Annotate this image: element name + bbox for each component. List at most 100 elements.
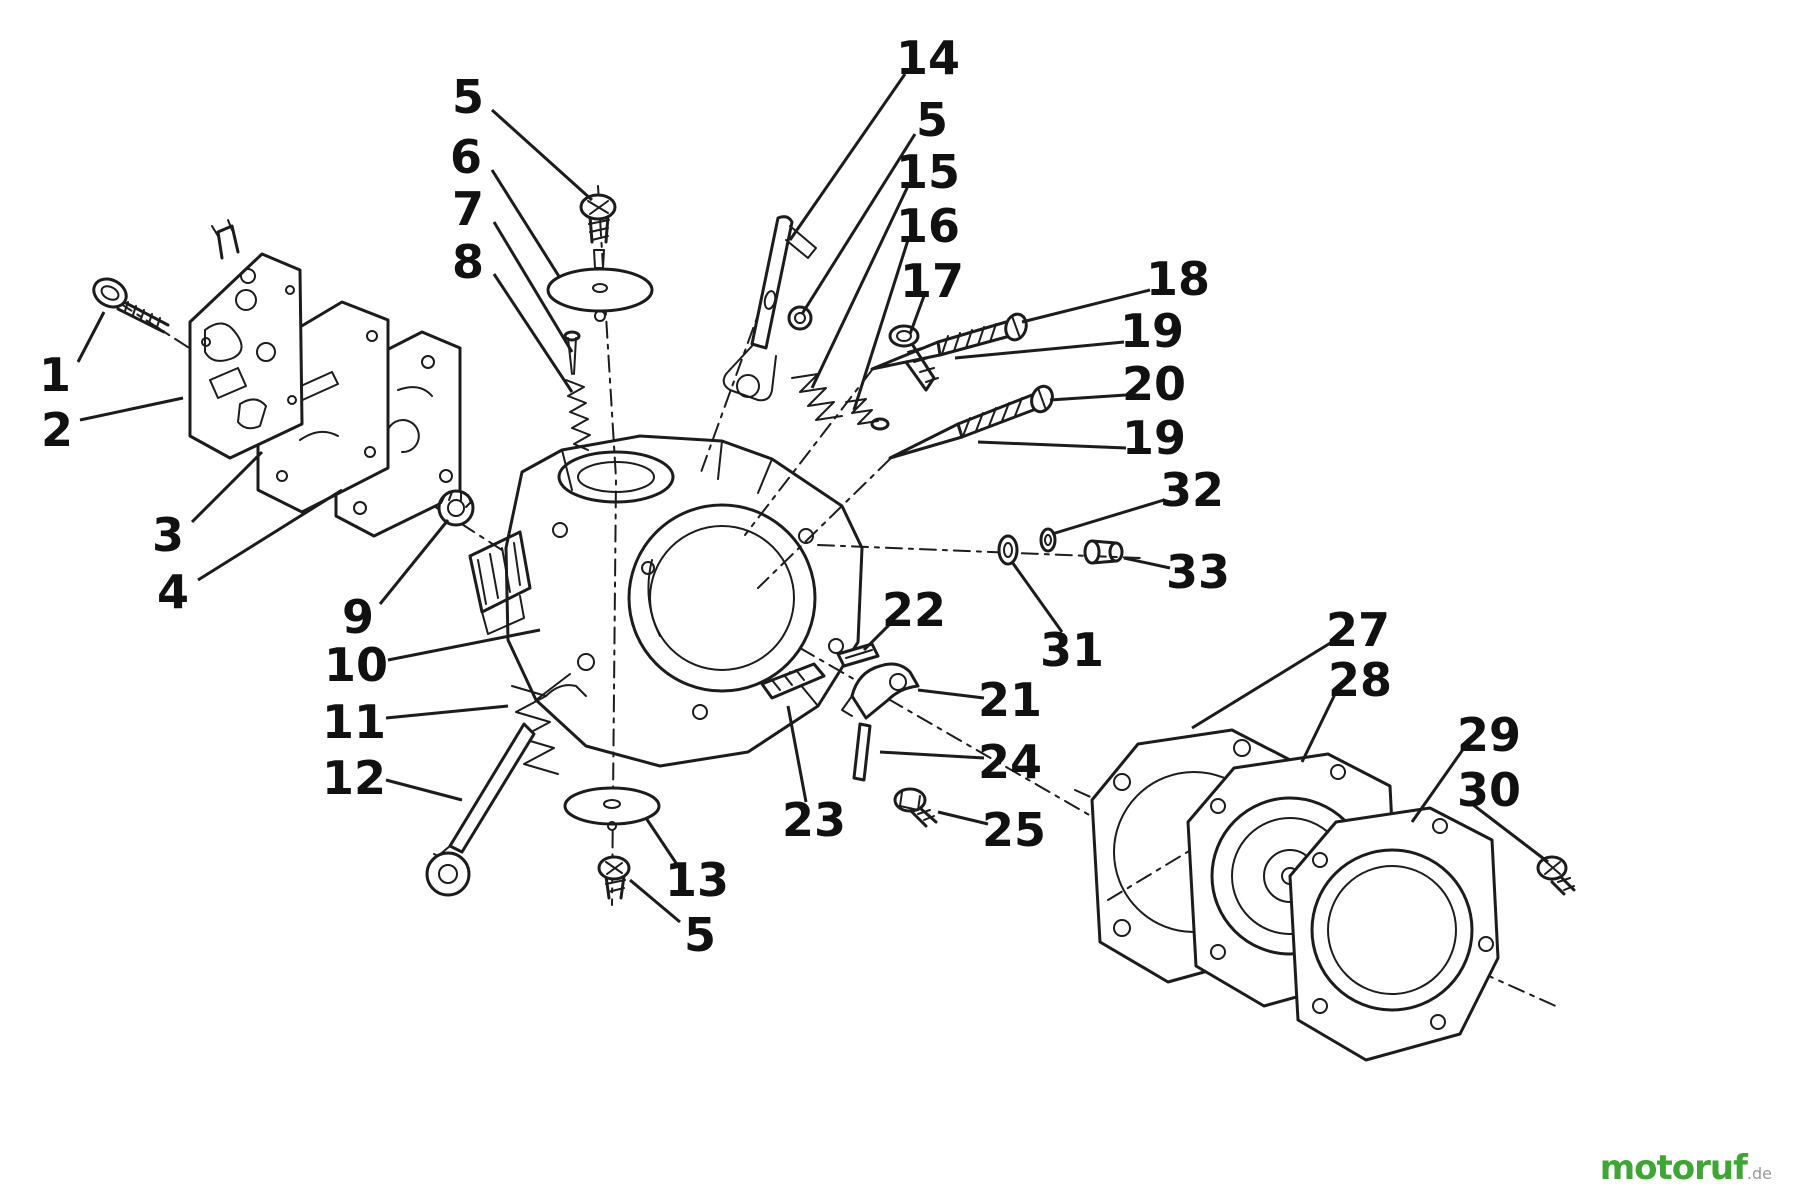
part-24-pin <box>852 722 872 782</box>
leader-line-27 <box>1191 640 1333 730</box>
part-label-27: 27 <box>1326 603 1390 657</box>
part-label-25: 25 <box>982 803 1046 857</box>
leader-line-31 <box>1010 561 1064 633</box>
part-23-plate <box>760 662 826 700</box>
part-label-18: 18 <box>1146 252 1210 306</box>
part-label-22: 22 <box>882 583 946 637</box>
part-label-12: 12 <box>322 751 386 805</box>
part-22-clip <box>836 642 880 668</box>
leader-line-4 <box>197 488 343 582</box>
part-label-11: 11 <box>322 695 386 749</box>
leader-line-29 <box>1410 747 1466 823</box>
watermark-brand: motoruf <box>1599 1148 1748 1188</box>
leader-line-3 <box>190 450 264 524</box>
part-30-screw <box>1536 855 1576 896</box>
leader-line-2 <box>79 396 184 422</box>
part-label-16: 16 <box>896 199 960 253</box>
part-32-washer <box>1039 527 1057 553</box>
leader-line-28 <box>1300 691 1338 763</box>
part-5-ball <box>787 305 813 331</box>
part-label-32: 32 <box>1160 463 1224 517</box>
part-label-2: 2 <box>41 403 73 457</box>
part-29-cover <box>1288 806 1500 1062</box>
part-18-needle-valve <box>870 312 1028 371</box>
leader-line-19 <box>954 340 1125 360</box>
leader-line-24 <box>879 750 985 760</box>
leader-line-18 <box>1021 288 1151 324</box>
part-2-pump-body <box>188 219 304 460</box>
leader-line-14 <box>788 73 907 241</box>
part-label-8: 8 <box>452 235 484 289</box>
leader-line-25 <box>937 810 989 826</box>
part-label-9: 9 <box>342 590 374 644</box>
part-label-7: 7 <box>452 182 484 236</box>
leader-line-1 <box>76 311 106 363</box>
leader-line-15 <box>810 185 910 389</box>
leader-line-5 <box>490 108 594 202</box>
part-15-spring <box>791 373 843 421</box>
part-9-nut <box>437 489 475 527</box>
leader-line-7 <box>492 221 574 353</box>
part-label-21: 21 <box>978 673 1042 727</box>
part-21-lever <box>841 662 920 720</box>
part-label-24: 24 <box>978 735 1042 789</box>
part-label-13: 13 <box>665 853 729 907</box>
part-label-31: 31 <box>1040 623 1104 677</box>
leader-line-33 <box>1123 556 1171 570</box>
leader-line-10 <box>387 628 541 662</box>
leader-line-22 <box>862 620 894 652</box>
part-13-disc <box>563 786 661 831</box>
leader-line-11 <box>385 704 509 720</box>
part-label-30: 30 <box>1457 763 1521 817</box>
leader-line-16 <box>852 239 910 411</box>
part-25-screw <box>893 787 938 828</box>
leader-line-5 <box>629 878 681 924</box>
watermark: motoruf.de <box>1600 1148 1772 1188</box>
part-label-4: 4 <box>157 565 189 619</box>
part-label-33: 33 <box>1166 545 1230 599</box>
part-label-14: 14 <box>896 31 960 85</box>
part-label-29: 29 <box>1457 708 1521 762</box>
leader-line-13 <box>644 817 680 867</box>
part-20-needle-valve <box>888 384 1054 460</box>
part-label-5: 5 <box>684 908 716 962</box>
watermark-suffix: .de <box>1746 1164 1772 1183</box>
part-11-spring <box>511 684 587 775</box>
part-label-19: 19 <box>1120 304 1184 358</box>
part-31-washer <box>997 534 1019 566</box>
leader-line-8 <box>492 273 574 393</box>
leader-line-6 <box>490 169 562 279</box>
part-16-spring <box>845 398 890 431</box>
part-6-pump-cover-disc <box>546 249 654 322</box>
part-label-28: 28 <box>1328 653 1392 707</box>
leader-line-20 <box>1049 393 1127 402</box>
part-33-sleeve <box>1083 539 1124 565</box>
part-label-10: 10 <box>324 638 388 692</box>
leader-line-30 <box>1471 802 1549 864</box>
part-8-spring <box>565 379 591 451</box>
leader-line-21 <box>917 688 985 700</box>
part-14-throttle-shaft <box>722 215 817 402</box>
part-label-5: 5 <box>452 70 484 124</box>
leader-line-17 <box>908 295 926 335</box>
part-label-1: 1 <box>39 348 71 402</box>
part-label-20: 20 <box>1122 357 1186 411</box>
leader-line-19 <box>977 440 1127 450</box>
part-label-17: 17 <box>900 254 964 308</box>
part-label-23: 23 <box>782 793 846 847</box>
part-12-rod <box>425 722 536 897</box>
part-label-3: 3 <box>152 508 184 562</box>
part-label-6: 6 <box>450 130 482 184</box>
part-10-carburetor-body <box>468 434 864 768</box>
part-5-screw-bottom <box>597 855 631 900</box>
part-label-19: 19 <box>1122 411 1186 465</box>
part-label-5: 5 <box>916 93 948 147</box>
leader-line-9 <box>378 519 450 605</box>
part-5-screw-top <box>579 193 617 244</box>
leader-line-32 <box>1051 498 1165 536</box>
part-1-screw <box>92 277 170 334</box>
part-7-needle <box>563 330 581 375</box>
leader-line-12 <box>385 778 463 802</box>
